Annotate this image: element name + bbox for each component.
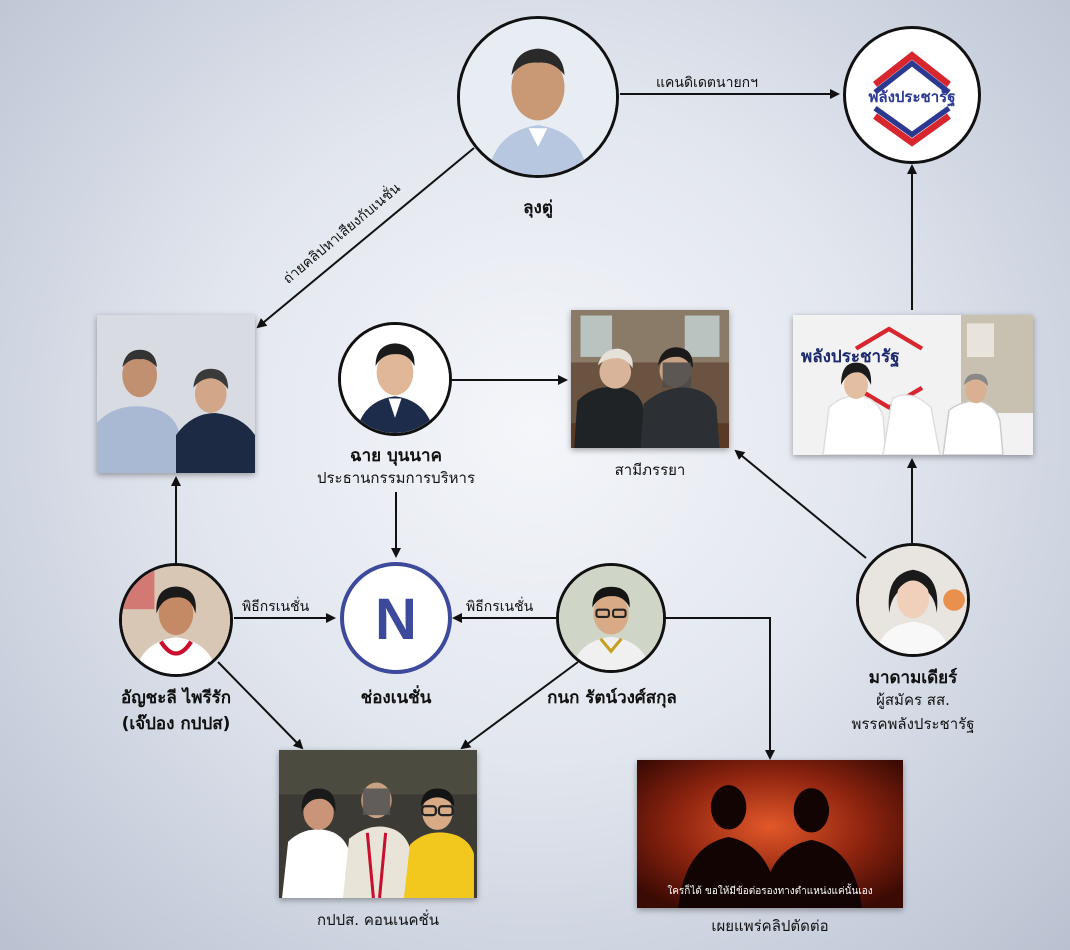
person-portrait-icon [859, 546, 967, 654]
clip-subtitle: ใครก็ได้ ขอให้มีข้อต่อรองทางตำแหน่งแค่นั… [667, 886, 873, 897]
person-portrait-icon [559, 566, 663, 670]
madam-dear-role-line2: พรรคพลังประชารัฐ [851, 715, 975, 733]
prayut-name: ลุงตู่ [523, 198, 553, 218]
clip-caption: เผยแพร่คลิปตัดต่อ [711, 917, 829, 935]
kpps-caption: กปปส. คอนเนคชั่น [317, 911, 439, 929]
nation-channel-logo: N [340, 562, 452, 674]
chai-portrait [338, 322, 452, 436]
arrow-kanok-to-clip [662, 617, 775, 760]
madam-dear-name: มาดามเดียร์ [868, 668, 958, 688]
photo-prayut-with-anchalee [97, 315, 255, 473]
prayut-portrait [457, 16, 619, 178]
edge-label-candidate: แคนดิเดตนายกฯ [656, 75, 758, 91]
arrow-prayut-to-photo [256, 147, 475, 329]
photo-party-event: พลังประชารัฐ [793, 315, 1033, 455]
arrow-kanok-to-kpps [460, 661, 579, 750]
person-portrait-icon [460, 19, 616, 175]
spouse-caption: สามีภรรยา [614, 461, 686, 479]
kanok-portrait [556, 563, 666, 673]
kanok-name: กนก รัตน์วงศ์สกุล [547, 688, 677, 708]
arrow-dear-to-spouse [734, 449, 867, 559]
party-event-photo-icon [793, 315, 1033, 455]
silhouettes-icon [637, 760, 903, 908]
two-people-photo-icon [97, 315, 255, 473]
palang-pracharat-logo: พลังประชารัฐ [843, 26, 981, 164]
nation-logo-letter: N [375, 587, 417, 652]
photo-spouse [571, 310, 729, 448]
edge-label-host-left: พิธีกรเนชั่น [242, 599, 310, 615]
arrow-anchalee-to-kpps [217, 661, 304, 750]
photo-edited-clip: ใครก็ได้ ขอให้มีข้อต่อรองทางตำแหน่งแค่นั… [637, 760, 903, 908]
anchalee-portrait [119, 563, 233, 677]
person-portrait-icon [341, 325, 449, 433]
anchalee-name-line1: อัญชะลี ไพรีรัก [120, 688, 231, 708]
anchalee-name-line2: (เจ๊ปอง กปปส) [121, 714, 231, 734]
nation-channel-name: ช่องเนชั่น [360, 688, 432, 708]
madam-dear-role-line1: ผู้สมัคร สส. [876, 691, 950, 709]
palang-logo-text: พลังประชารัฐ [868, 88, 956, 106]
party-logo-icon [873, 51, 951, 147]
chai-role: ประธานกรรมการบริหาร [316, 469, 476, 487]
three-people-photo-icon [279, 750, 477, 898]
chai-name: ฉาย บุนนาค [350, 446, 442, 466]
photo-kpps-connection [279, 750, 477, 898]
couple-photo-icon [571, 310, 729, 448]
party-event-sign-text: พลังประชารัฐ [801, 347, 900, 367]
edge-label-host-right: พิธีกรเนชั่น [466, 599, 534, 615]
person-portrait-icon [122, 566, 230, 674]
madam-dear-portrait [856, 543, 970, 657]
